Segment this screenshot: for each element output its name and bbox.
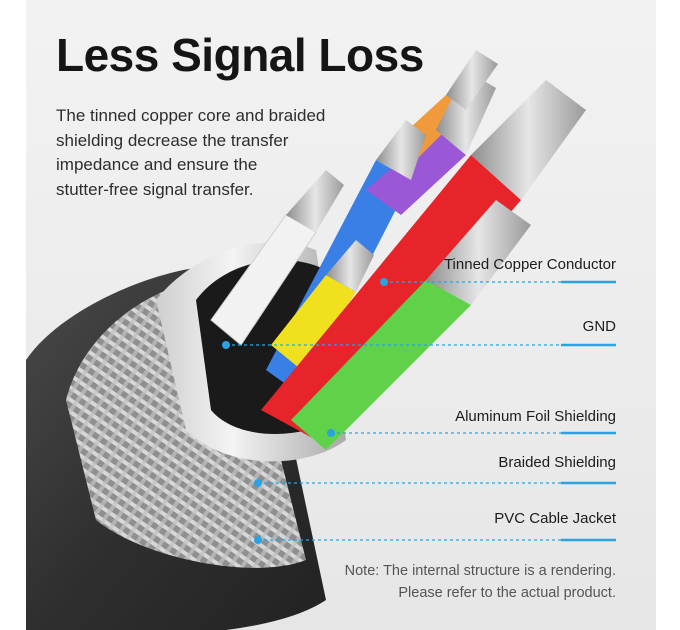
conductors xyxy=(286,50,586,305)
note-line: Please refer to the actual product. xyxy=(398,585,616,601)
disclaimer-note: Note: The internal structure is a render… xyxy=(345,560,616,604)
description-line: shielding decrease the transfer xyxy=(56,130,289,150)
wire-green xyxy=(291,280,471,450)
callout-pvc-cable-jacket: PVC Cable Jacket xyxy=(494,510,616,527)
callout-aluminum-foil-shielding: Aluminum Foil Shielding xyxy=(455,408,616,425)
cable-illustration xyxy=(26,50,616,630)
callout-braided-shielding: Braided Shielding xyxy=(498,454,616,471)
wire-purple xyxy=(366,130,466,215)
description-line: The tinned copper core and braided xyxy=(56,106,326,125)
description: The tinned copper core and braided shiel… xyxy=(56,104,386,202)
headline: Less Signal Loss xyxy=(56,29,424,81)
product-panel: Less Signal Loss The tinned copper core … xyxy=(26,0,656,630)
description-line: impedance and ensure the xyxy=(56,155,258,174)
wire-red xyxy=(261,155,521,440)
wires xyxy=(210,95,521,450)
callout-tinned-copper-conductor: Tinned Copper Conductor xyxy=(443,256,616,273)
callout-gnd: GND xyxy=(582,318,616,335)
wire-yellow xyxy=(271,275,356,372)
description-line: stutter-free signal transfer. xyxy=(56,179,254,199)
note-line: Note: The internal structure is a render… xyxy=(344,563,616,579)
